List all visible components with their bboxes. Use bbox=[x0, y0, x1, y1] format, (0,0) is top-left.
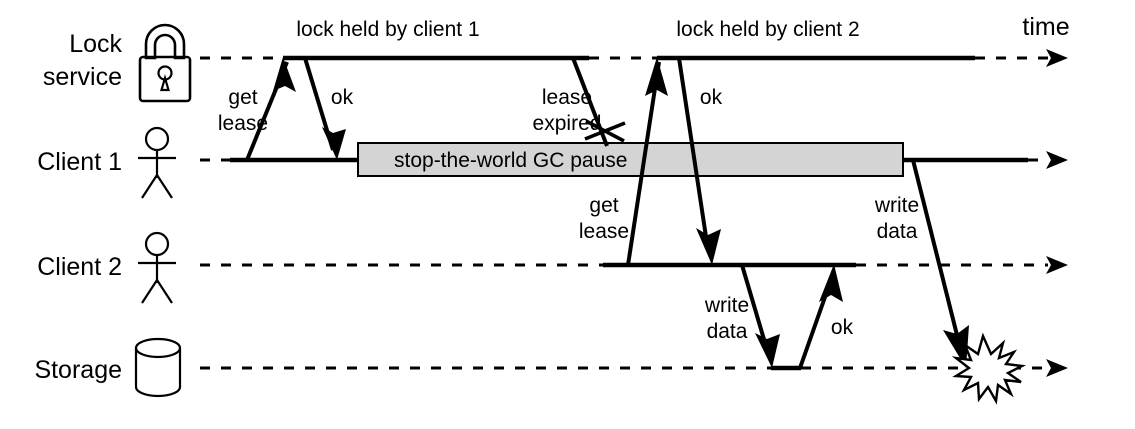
time-axis-label: time bbox=[1022, 13, 1069, 41]
lifeline-arrowhead-client-1 bbox=[1046, 151, 1068, 169]
message-label-ok-storage-line1: ok bbox=[831, 316, 854, 339]
message-label-get-lease-1-line2: lease bbox=[218, 112, 268, 135]
padlock-icon bbox=[138, 23, 192, 103]
message-lease-expired: lease expired bbox=[533, 57, 626, 147]
message-label-lease-expired-line2: expired bbox=[533, 112, 602, 135]
lifeline-storage bbox=[200, 359, 1068, 377]
message-label-write-data-client-1-line2: data bbox=[877, 220, 918, 243]
gc-pause-rect bbox=[357, 142, 904, 177]
message-label-get-lease-1-line1: get bbox=[228, 86, 257, 109]
lane-label-client-1: Client 1 bbox=[37, 148, 122, 176]
message-write-data-client-1: write data bbox=[874, 159, 969, 368]
lifeline-lock-service bbox=[200, 49, 1068, 67]
message-label-get-lease-2-line2: lease bbox=[579, 220, 629, 243]
arrowhead-ok-storage bbox=[819, 264, 843, 302]
arrowhead-get-lease-1 bbox=[273, 57, 296, 92]
database-cylinder-icon bbox=[134, 337, 182, 398]
message-label-write-data-client-2-line1: write bbox=[704, 294, 749, 317]
arrowhead-write-data-client-2 bbox=[755, 333, 780, 368]
message-ok-1: ok bbox=[303, 57, 354, 160]
arrowhead-ok-1 bbox=[322, 127, 346, 160]
message-label-get-lease-2-line1: get bbox=[589, 194, 618, 217]
lifeline-arrowhead-client-2 bbox=[1046, 256, 1068, 274]
message-label-write-data-client-2-line2: data bbox=[707, 320, 748, 343]
lane-label-client-2-line1: Client 2 bbox=[37, 253, 122, 281]
arrowhead-write-data-client-1 bbox=[943, 325, 969, 368]
lane-label-lock-service-line2: service bbox=[43, 63, 122, 91]
lane-label-client-2: Client 2 bbox=[37, 253, 122, 281]
span-label-lock-held-client-1: lock held by client 1 bbox=[296, 18, 479, 41]
message-get-lease-2: get lease bbox=[579, 57, 668, 266]
lifeline-arrowhead-storage bbox=[1046, 359, 1068, 377]
lane-label-client-1-line1: Client 1 bbox=[37, 148, 122, 176]
message-label-ok-1-line1: ok bbox=[331, 86, 354, 109]
lane-label-lock-service-line1: Lock bbox=[69, 30, 122, 58]
message-get-lease-1: get lease bbox=[218, 57, 296, 161]
message-label-write-data-client-1-line1: write bbox=[874, 194, 919, 217]
stick-figure-icon-client-2 bbox=[138, 231, 176, 304]
message-ok-storage: ok bbox=[798, 264, 854, 369]
stick-figure-icon-client-1 bbox=[138, 126, 176, 199]
arrowhead-get-lease-2 bbox=[645, 57, 668, 96]
stop-the-world-gc-pause-box: stop-the-world GC pause bbox=[357, 142, 904, 177]
lease-expired-x-mark bbox=[584, 119, 626, 143]
gc-pause-label: stop-the-world GC pause bbox=[394, 149, 627, 172]
message-ok-2: ok bbox=[677, 57, 723, 265]
message-label-ok-2-line1: ok bbox=[700, 86, 723, 109]
message-label-lease-expired-line1: lease bbox=[542, 86, 592, 109]
lane-label-lock-service: Lock service bbox=[43, 30, 123, 91]
lifeline-arrowhead-lock-service bbox=[1046, 49, 1068, 67]
span-label-lock-held-client-2: lock held by client 2 bbox=[676, 18, 859, 41]
arrowhead-ok-2 bbox=[696, 228, 721, 265]
message-write-data-client-2: write data bbox=[704, 264, 780, 368]
write-conflict-burst-icon bbox=[951, 332, 1027, 405]
lifeline-client-1 bbox=[200, 151, 1068, 169]
lane-label-storage: Storage bbox=[34, 356, 122, 384]
lane-label-storage-line1: Storage bbox=[34, 356, 122, 384]
lifeline-client-2 bbox=[200, 256, 1068, 274]
